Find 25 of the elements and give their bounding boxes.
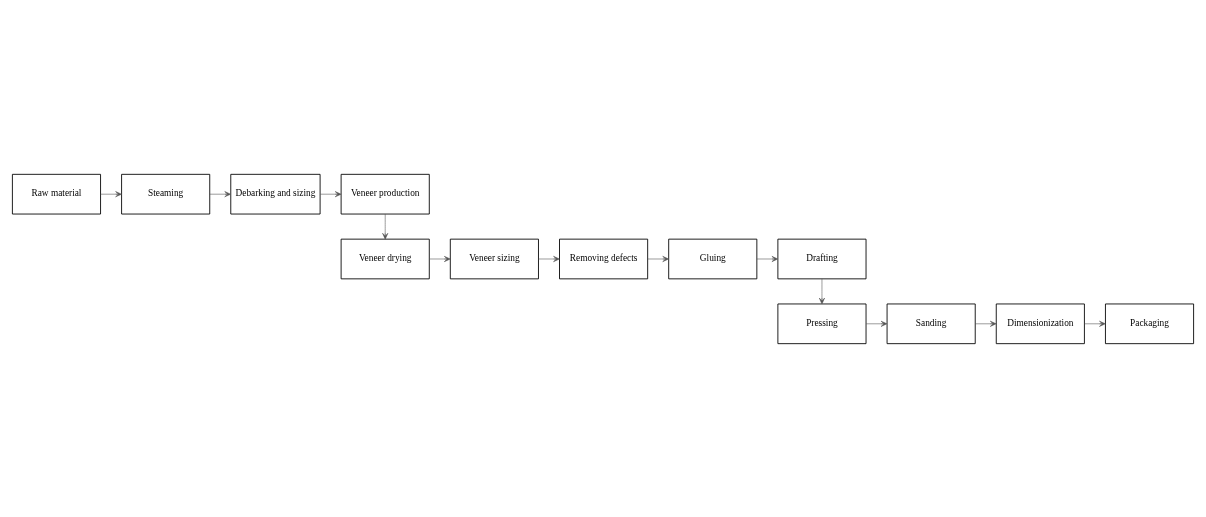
arrow <box>538 255 560 262</box>
node-box: Packaging <box>1105 303 1195 344</box>
arrow <box>1084 320 1106 327</box>
node-box: Gluing <box>668 238 758 279</box>
arrow <box>209 190 231 197</box>
node-box: Drafting <box>777 238 867 279</box>
arrow <box>865 320 888 327</box>
node-box: Veneer production <box>340 173 430 214</box>
node-box: Veneer sizing <box>449 238 539 279</box>
arrow <box>819 278 825 304</box>
node-box: Raw material <box>11 173 101 214</box>
node-box: Dimensionization <box>995 303 1085 344</box>
node-box: Sanding <box>886 303 976 344</box>
arrow <box>429 255 451 262</box>
arrow <box>756 255 779 262</box>
node-box: Removing defects <box>559 238 649 279</box>
node-box: Veneer drying <box>340 238 430 279</box>
node-box: Steaming <box>121 173 211 214</box>
node-box: Pressing <box>777 303 867 344</box>
node-box: Debarking and sizing <box>230 173 321 214</box>
arrow <box>975 320 997 327</box>
arrow <box>382 213 389 239</box>
arrow <box>100 190 122 197</box>
arrow <box>647 255 669 262</box>
arrow <box>319 190 342 197</box>
